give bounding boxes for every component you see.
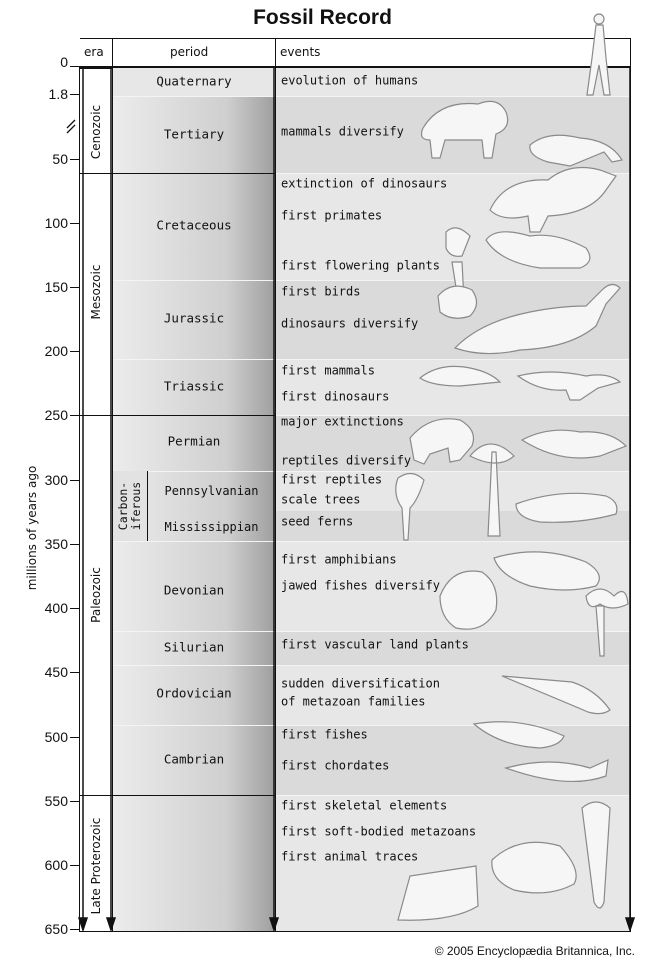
mammal-icon <box>422 101 508 158</box>
amphibian-icon <box>516 493 617 522</box>
early-dinosaur-icon <box>518 372 620 400</box>
vascular-plant-icon <box>586 589 628 656</box>
arrow-down-icon <box>270 918 278 930</box>
bird-icon <box>438 286 477 318</box>
axis-break-icon <box>67 120 75 133</box>
seed-fern-icon <box>396 473 424 540</box>
primate-icon <box>486 232 590 268</box>
dimetrodon-icon <box>522 430 626 458</box>
animal-trace-icon <box>398 866 478 920</box>
sauropod-icon <box>455 284 620 353</box>
skeletal-element-icon <box>582 802 610 908</box>
triceratops-icon <box>490 168 616 232</box>
reptile-icon <box>410 419 474 464</box>
arrow-down-icon <box>79 918 87 930</box>
soft-bodied-icon <box>492 842 576 893</box>
human-icon <box>587 14 610 95</box>
chordate-icon <box>506 760 608 781</box>
first-fish-icon <box>474 722 564 748</box>
amphibian-devonian-icon <box>494 552 599 590</box>
scale-tree-icon <box>470 444 514 536</box>
early-mammal-icon <box>420 366 500 386</box>
small-mammal-icon <box>530 135 622 166</box>
copyright-credit: © 2005 Encyclopædia Britannica, Inc. <box>435 944 635 958</box>
arrow-down-icon <box>107 918 115 930</box>
arrow-down-icon <box>626 918 634 930</box>
nautiloid-icon <box>502 676 610 714</box>
jawed-fish-icon <box>440 571 497 629</box>
